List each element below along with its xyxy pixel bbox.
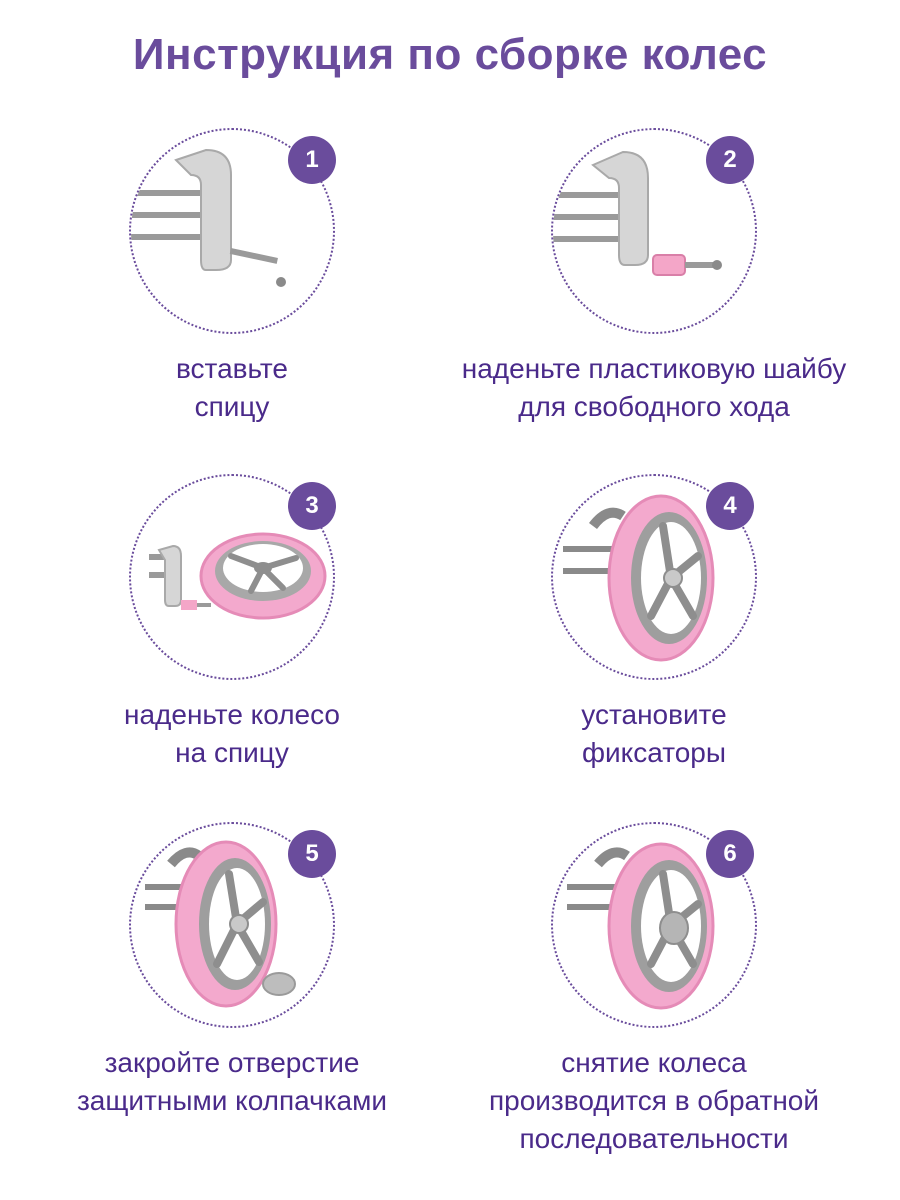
step-1: 1 вставьте спицу (12, 128, 452, 428)
caption-line: защитными колпачками (76, 1085, 388, 1116)
step-5: 5 закройте отверстие защитными колпачкам… (12, 822, 452, 1122)
step-caption: установите фиксаторы (434, 696, 874, 772)
step-2: 2 наденьте пластиковую шайбу для свободн… (434, 128, 874, 428)
caption-line: фиксаторы (582, 737, 726, 768)
caption-line: для свободного хода (518, 391, 790, 422)
step-4-illustration (551, 474, 757, 680)
step-number-badge: 4 (706, 482, 754, 530)
step-caption: вставьте спицу (12, 350, 452, 426)
caption-line: на спицу (175, 737, 289, 768)
step-4: 4 установите фиксаторы (434, 474, 874, 784)
step-number-badge: 3 (288, 482, 336, 530)
caption-line: производится в обратной (488, 1085, 820, 1116)
step-number-badge: 6 (706, 830, 754, 878)
step-number-badge: 2 (706, 136, 754, 184)
caption-line: наденьте колесо (124, 699, 340, 730)
step-number-badge: 1 (288, 136, 336, 184)
caption-line: снятие колеса (561, 1047, 747, 1078)
caption-line: наденьте пластиковую шайбу (461, 353, 847, 384)
step-caption: наденьте пластиковую шайбу для свободног… (434, 350, 874, 426)
caption-line: закройте отверстие (104, 1047, 360, 1078)
caption-line: вставьте (176, 353, 288, 384)
caption-line: последовательности (519, 1123, 789, 1154)
caption-line: спицу (194, 391, 270, 422)
step-caption: наденьте колесо на спицу (12, 696, 452, 772)
step-number-badge: 5 (288, 830, 336, 878)
step-6: 6 снятие колеса производится в обратной … (434, 822, 874, 1162)
caption-line: установите (581, 699, 727, 730)
page-title: Инструкция по сборке колес (132, 30, 768, 79)
step-caption: закройте отверстие защитными колпачками (12, 1044, 452, 1120)
step-3: 3 наденьте колесо на спицу (12, 474, 452, 784)
step-caption: снятие колеса производится в обратной по… (434, 1044, 874, 1158)
